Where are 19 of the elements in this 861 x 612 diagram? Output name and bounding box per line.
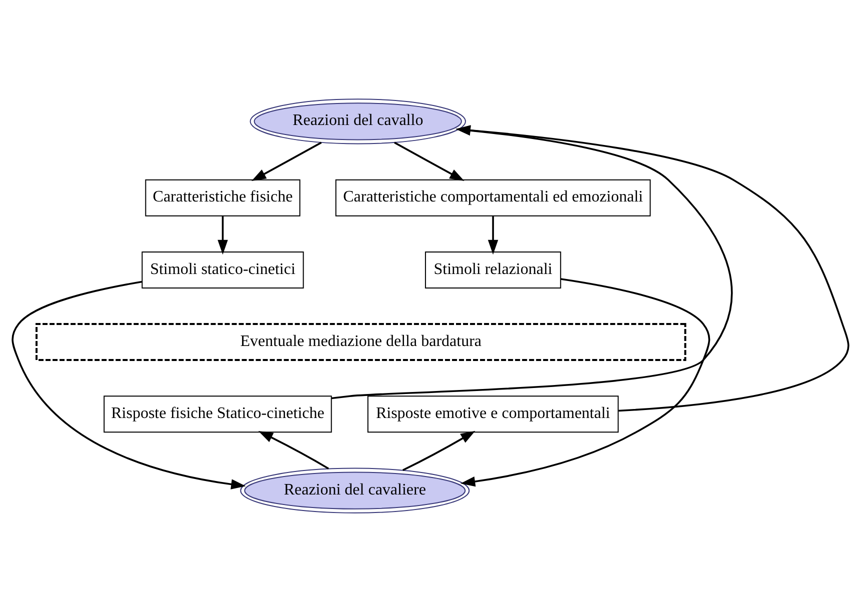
arrow	[402, 430, 476, 472]
node-box: Caratteristiche fisiche	[145, 179, 300, 216]
arrow	[218, 216, 228, 255]
arrow	[456, 125, 849, 412]
node-box: Stimoli relazionali	[424, 251, 562, 288]
arrow	[460, 278, 710, 487]
arrow	[394, 142, 464, 182]
node-box: Eventuale mediazione della bardatura	[36, 323, 686, 362]
node-box: Risposte emotive e comportamentali	[367, 396, 619, 433]
node-ellipse: Reazioni del cavaliere	[240, 468, 470, 514]
arrow	[12, 280, 246, 490]
node-ellipse: Reazioni del cavallo	[250, 98, 466, 144]
arrow	[258, 431, 329, 470]
arrow	[332, 125, 732, 400]
node-box: Risposte fisiche Statico-cinetiche	[104, 396, 332, 433]
node-box: Caratteristiche comportamentali ed emozionali	[335, 179, 651, 216]
node-box: Stimoli statico-cinetici	[142, 251, 304, 288]
arrow	[251, 142, 322, 182]
arrow	[488, 216, 498, 255]
